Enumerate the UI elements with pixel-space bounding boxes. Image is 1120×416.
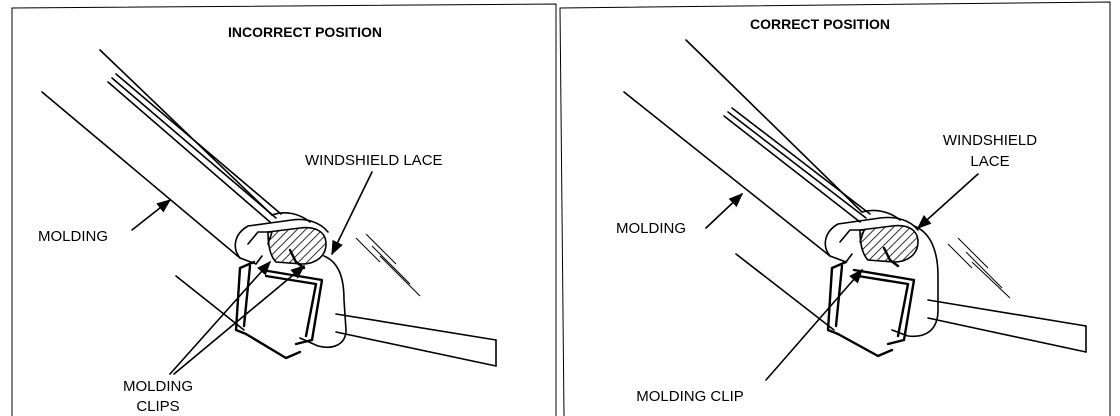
molding-clips-label-line2: CLIPS [136,398,179,415]
molding-clips-leader-2 [173,265,306,375]
panel-title: INCORRECT POSITION [228,24,382,40]
windshield-lace-label-line2: LACE [970,153,1009,170]
molding-clips-label-line1: MOLDING [123,378,193,395]
panel-border [559,1,1111,416]
windshield-lace-drawing [859,224,919,263]
molding-drawing [41,49,329,265]
molding-clip-label: MOLDING CLIP [636,388,744,405]
panel-title: CORRECT POSITION [750,16,890,32]
windshield-lace-drawing [267,226,327,265]
molding-label: MOLDING [38,228,108,245]
body-flange-drawing [735,225,1087,353]
molding-clips-leader-1 [169,260,271,375]
windshield-lace-leader [331,171,373,256]
panel-border [11,3,557,416]
windshield-lace-label: WINDSHIELD LACE [305,152,443,169]
incorrect-position-panel: INCORRECT POSITION [11,3,557,416]
molding-clip-drawing [826,246,916,358]
molding-label: MOLDING [616,220,686,237]
molding-leader [131,199,172,231]
molding-leader [705,193,744,229]
molding-clip-leader [765,268,863,381]
correct-position-panel: CORRECT POSITION [559,1,1111,416]
windshield-lace-label-line1: WINDSHIELD [943,132,1037,149]
body-flange-drawing [175,233,497,367]
windshield-lace-leader [916,173,979,229]
